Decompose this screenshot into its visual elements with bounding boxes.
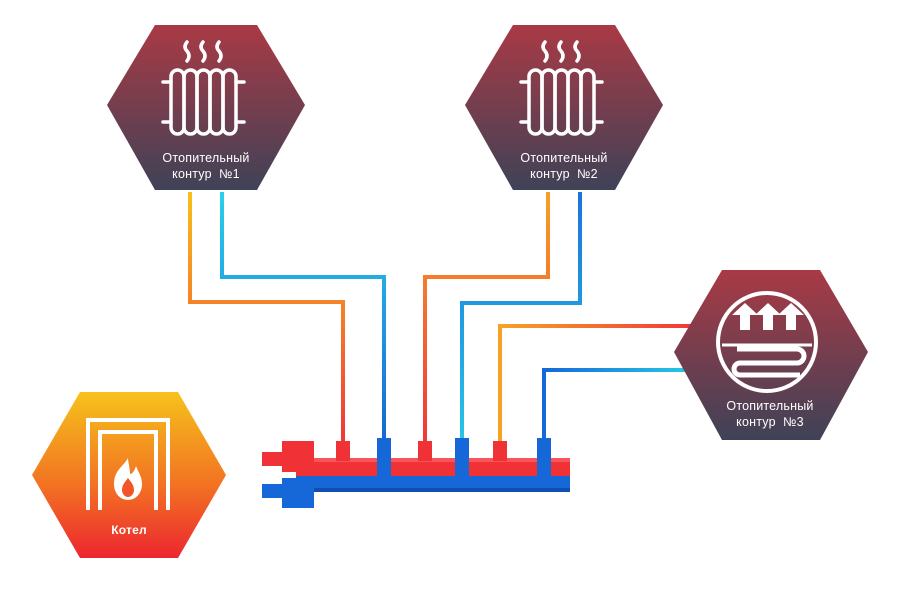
circuit2-return-pipe (460, 192, 582, 445)
circuit2-node (465, 25, 663, 190)
return-tap-3 (537, 438, 551, 478)
radiator-icon (161, 40, 246, 136)
circuit3-label-line1: Отопительный (726, 399, 814, 413)
circuit3-pipes (498, 324, 700, 445)
circuit1-return-pipe (220, 192, 386, 445)
circuit1-pipes (188, 192, 386, 445)
circuit2-pipes (423, 192, 582, 445)
circuit3-label-line2: контур №3 (736, 415, 804, 429)
radiator-icon (519, 40, 604, 136)
circuit2-label: Отопительный контур №2 (499, 150, 629, 182)
manifold (262, 438, 570, 508)
boiler-label: Котел (111, 523, 147, 537)
supply-tap-1 (336, 441, 350, 461)
circuit3-label: Отопительный контур №3 (705, 398, 835, 430)
boiler-flame-icon (86, 418, 170, 510)
supply-inlet-fitting (282, 441, 314, 472)
circuit1-label: Отопительный контур №1 (141, 150, 271, 182)
supply-tap-2 (418, 441, 432, 461)
circuit3-node (674, 270, 868, 440)
supply-manifold-bar (296, 458, 570, 476)
supply-tap-3 (493, 441, 507, 461)
circuit1-supply-pipe (188, 192, 345, 445)
return-inlet-fitting (282, 478, 314, 508)
circuit2-label-line2: контур №2 (530, 167, 598, 181)
boiler-node (32, 392, 226, 558)
circuit3-supply-pipe (498, 324, 700, 445)
underfloor-heating-icon (716, 291, 818, 393)
return-tap-1 (377, 438, 391, 478)
circuit1-label-line2: контур №1 (172, 167, 240, 181)
circuit1-node (107, 25, 305, 190)
circuit2-label-line1: Отопительный (520, 151, 608, 165)
circuit3-return-pipe (542, 368, 690, 445)
circuit1-label-line1: Отопительный (162, 151, 250, 165)
return-tap-2 (455, 438, 469, 478)
circuit2-supply-pipe (423, 192, 550, 445)
